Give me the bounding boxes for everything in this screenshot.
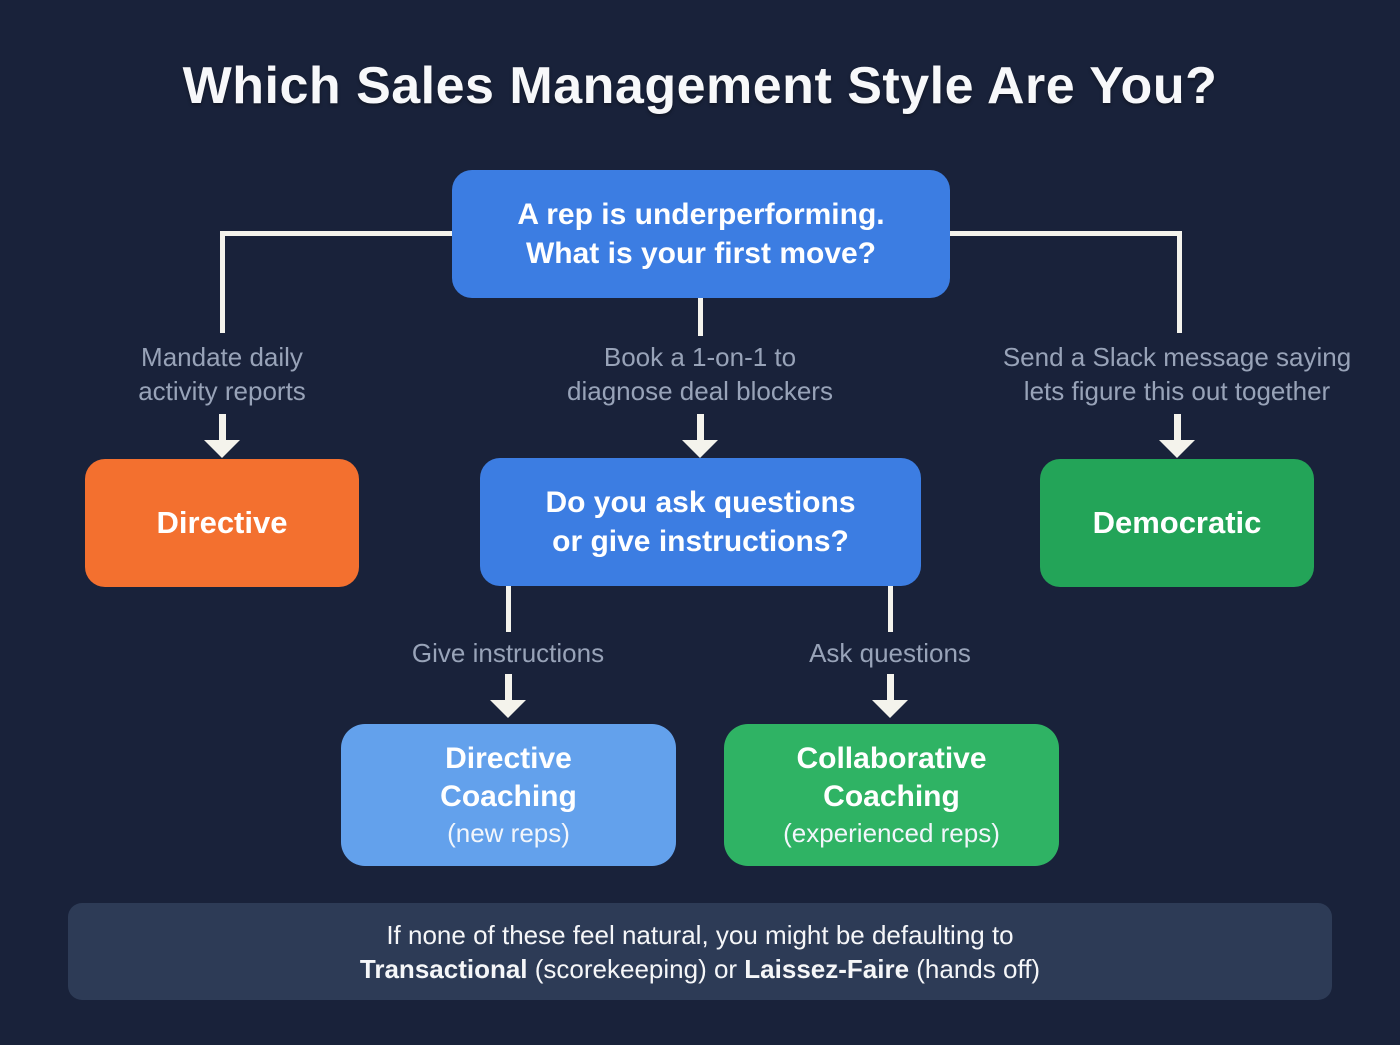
root-question-node: A rep is underperforming. What is your f… [452,170,950,298]
result-node-directive: Directive [85,459,359,587]
connector-elbow-left [220,231,452,333]
arrow-down-icon [1159,414,1195,458]
arrow-down-icon [872,674,908,718]
connector-elbow-right [950,231,1182,333]
question-node-ask-or-instruct: Do you ask questions or give instruction… [480,458,921,586]
footer-transactional-term: Transactional [359,953,528,984]
arrow-down-icon [490,674,526,718]
root-question-text: A rep is underperforming. What is your f… [517,198,885,270]
directive-label: Directive [156,505,288,540]
footer-line-1: If none of these feel natural, you might… [386,918,1013,952]
collaborative-coaching-title: Collaborative Coaching [796,742,987,813]
question-text: Do you ask questions or give instruction… [545,486,856,558]
footer-mid-text: (scorekeeping) or [527,953,745,984]
directive-coaching-note: (new reps) [447,818,570,848]
arrow-down-icon [204,414,240,458]
connector-stub-middle [698,298,703,336]
result-node-directive-coaching: Directive Coaching (new reps) [341,724,676,866]
page-title: Which Sales Management Style Are You? [182,57,1218,115]
footer-line-2: Transactional (scorekeeping) or Laissez-… [360,952,1040,986]
branch-label-mandate-reports: Mandate daily activity reports [138,342,306,406]
branch-label-ask-questions: Ask questions [809,638,971,668]
footer-tail-text: (hands off) [909,953,1041,984]
connector-stub-ask [888,586,893,632]
branch-label-book-1on1: Book a 1-on-1 to diagnose deal blockers [567,342,833,406]
branch-label-give-instructions: Give instructions [411,638,605,668]
footer-intro-text: If none of these feel natural, you might… [386,919,1014,950]
footer-laissez-faire-term: Laissez-Faire [744,953,910,984]
collaborative-coaching-note: (experienced reps) [783,818,1000,848]
branch-label-slack-message: Send a Slack message saying lets figure … [1002,342,1352,406]
directive-coaching-title: Directive Coaching [440,742,577,813]
result-node-democratic: Democratic [1040,459,1314,587]
arrow-down-icon [682,414,718,458]
footer-note: If none of these feel natural, you might… [68,903,1332,1000]
connector-stub-give [506,586,511,632]
democratic-label: Democratic [1092,505,1262,540]
result-node-collaborative-coaching: Collaborative Coaching (experienced reps… [724,724,1059,866]
